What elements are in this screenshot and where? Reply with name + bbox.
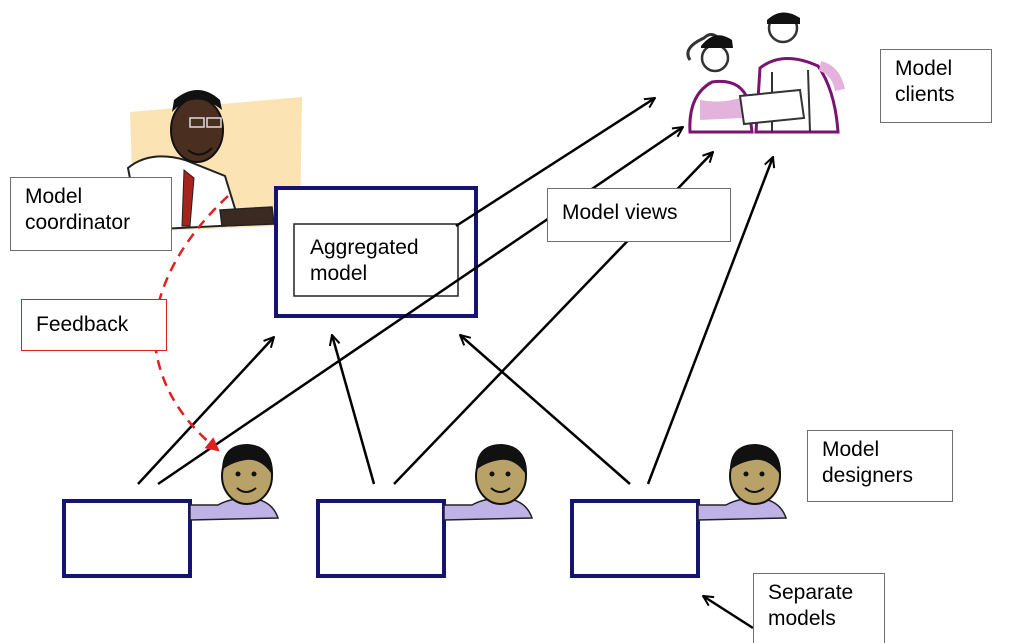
model-coordinator-label: Model coordinator xyxy=(10,177,172,251)
aggregated-model-label: Aggregated model xyxy=(310,236,419,285)
feedback-label: Feedback xyxy=(21,299,167,351)
arrow-box2-to-aggregated xyxy=(332,335,376,485)
arrow-aggregated-to-clients xyxy=(455,98,655,228)
arrow-separate-models-label xyxy=(703,596,754,630)
designer-avatar-2 xyxy=(443,444,534,521)
model-views-label: Model views xyxy=(547,188,731,242)
clients-illustration xyxy=(686,12,845,134)
model-designers-label: Model designers xyxy=(807,430,953,502)
arrow-box3-to-clients xyxy=(646,157,773,485)
designer-avatar-3 xyxy=(697,444,788,521)
aggregated-model-inner-box xyxy=(293,223,459,297)
arrow-box3-to-aggregated xyxy=(460,335,631,485)
model-clients-label: Model clients xyxy=(880,49,992,123)
arrow-box1-to-clients xyxy=(157,127,683,486)
arrow-box1-to-aggregated xyxy=(137,337,274,485)
separate-model-box-3 xyxy=(570,499,700,578)
separate-model-box-2 xyxy=(316,499,446,578)
separate-models-label: Separate models xyxy=(753,573,885,643)
separate-model-box-1 xyxy=(62,499,192,578)
designer-avatar-1 xyxy=(189,444,280,521)
